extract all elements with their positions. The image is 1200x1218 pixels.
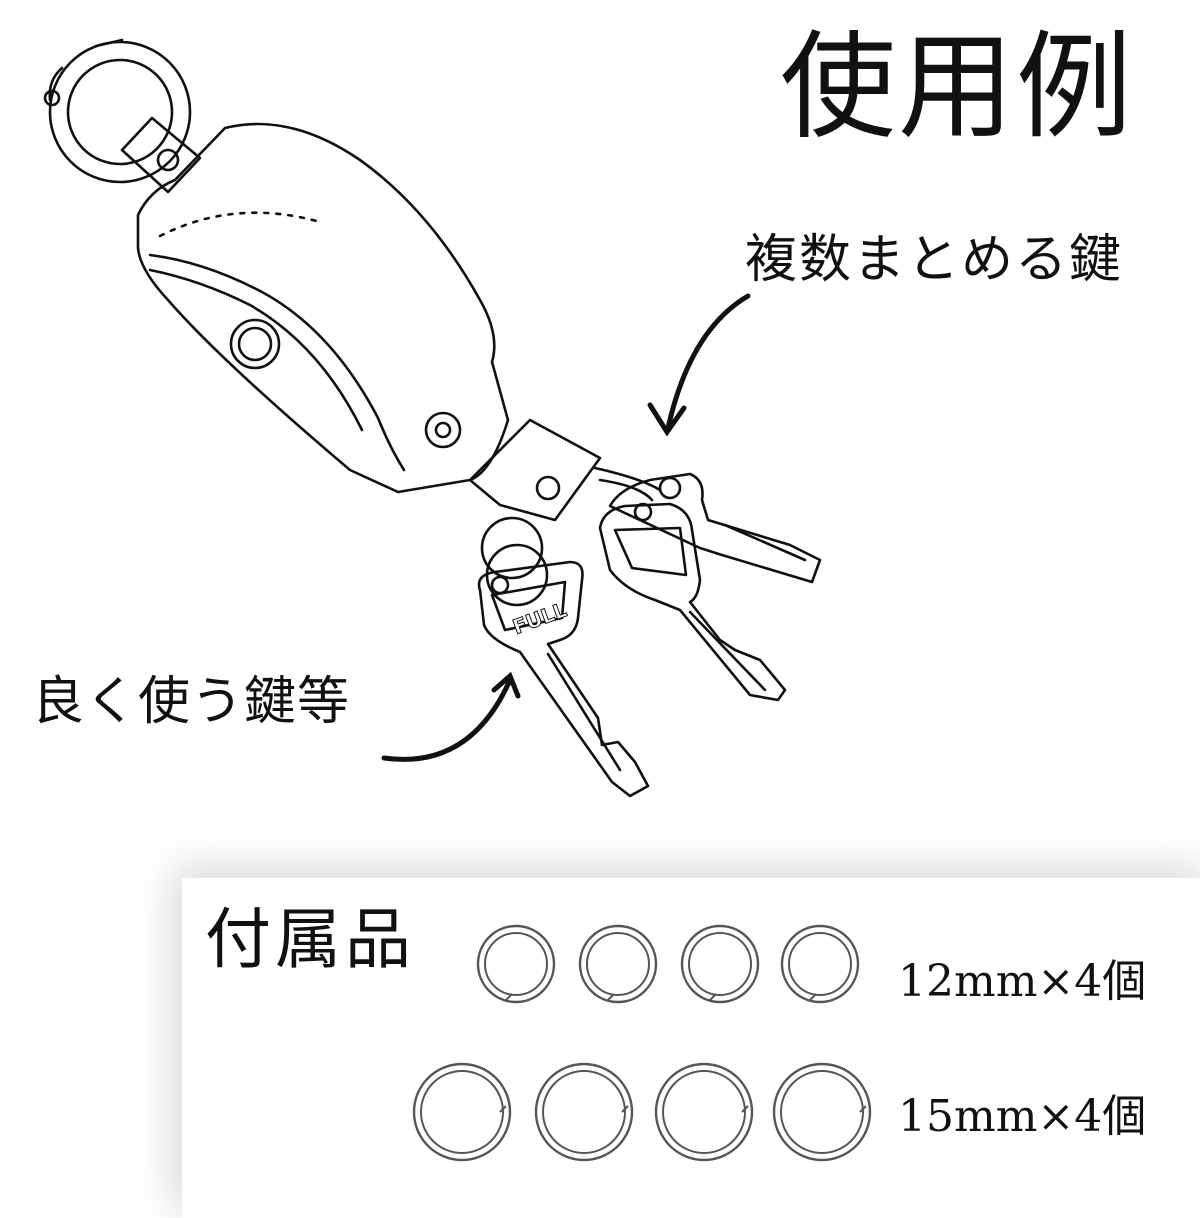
curved-arrow-icon [647,293,751,437]
key-holder-illustration: FULL [43,38,822,798]
key-icon [598,502,787,702]
carabiner-icon [43,38,202,194]
label-daily-keys: 良く使う鍵等 [32,672,351,732]
large-ring-size-label: 15mm×4個 [898,1091,1147,1142]
leather-key-case-icon [136,122,510,494]
key-icon [608,472,822,584]
split-ring-icon [412,1062,512,1162]
split-ring-icon [680,924,760,1004]
small-ring-size-label: 12mm×4個 [898,956,1147,1007]
split-ring-icon [772,1062,872,1162]
accessories-title: 付属品 [205,901,415,978]
label-multiple-keys: 複数まとめる鍵 [745,230,1124,290]
page-title: 使用例 [780,20,1134,155]
split-ring-icon [780,924,860,1004]
split-ring-icon [534,1062,634,1162]
split-ring-icon [476,924,556,1004]
accessories-card [182,878,1200,1218]
split-ring-icon [654,1062,754,1162]
key-icon [477,560,650,798]
split-ring-icon [578,924,658,1004]
curved-arrow-icon [381,671,521,762]
